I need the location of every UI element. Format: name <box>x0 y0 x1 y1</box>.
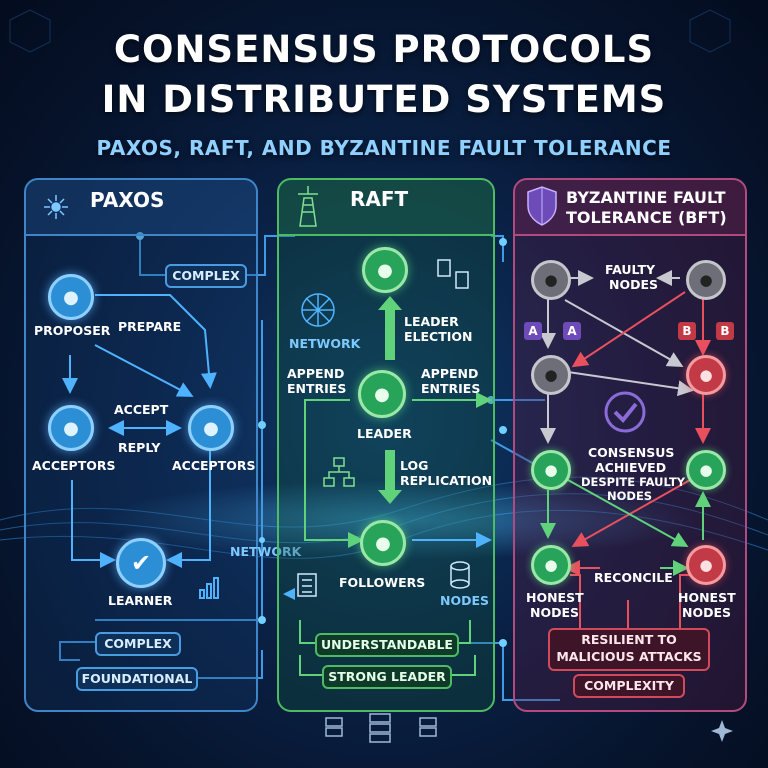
user-icon: ● <box>63 286 79 308</box>
resilient-tag: RESILIENT TO MALICIOUS ATTACKS <box>548 628 710 671</box>
user-icon: ● <box>699 556 713 574</box>
faulty-nodes-label-1: FAULTY <box>605 262 656 277</box>
complexity-tag: COMPLEXITY <box>573 674 685 698</box>
user-icon: ● <box>544 556 558 574</box>
faulty-node-mid-left: ● <box>531 355 571 395</box>
badge-a-right: A <box>563 322 581 340</box>
accept-label: ACCEPT <box>114 402 169 417</box>
honest-node-mid-left: ● <box>531 450 571 490</box>
append-entries-left-1: APPEND <box>287 366 345 381</box>
append-entries-right-1: APPEND <box>421 366 479 381</box>
faulty-node-top-left: ● <box>531 260 571 300</box>
prepare-label: PREPARE <box>118 319 182 334</box>
user-icon: ● <box>377 259 393 281</box>
paxos-network-label: NETWORK <box>230 544 302 559</box>
learner-node: ✔ <box>116 538 166 588</box>
shield-icon <box>527 186 557 226</box>
leader-election-label-1: LEADER <box>404 314 459 329</box>
consensus-label-1: CONSENSUS <box>588 445 675 460</box>
page-title-line1: CONSENSUS PROTOCOLS <box>113 28 655 71</box>
user-icon: ● <box>375 532 391 554</box>
user-icon: ● <box>544 271 558 289</box>
raft-network-label: NETWORK <box>289 336 361 351</box>
leader-election-label-2: ELECTION <box>404 329 473 344</box>
learner-label: LEARNER <box>108 593 173 608</box>
raft-top-node: ● <box>362 247 408 293</box>
paxos-complex-tag-bottom: COMPLEX <box>95 632 181 656</box>
append-entries-right-2: ENTRIES <box>421 381 481 396</box>
hierarchy-icon <box>323 457 355 487</box>
log-replication-label-2: REPLICATION <box>400 473 493 488</box>
faulty-node-mid-right: ● <box>686 355 726 395</box>
reply-label: REPLY <box>118 440 161 455</box>
document-swap-icon <box>437 259 469 289</box>
leader-label: LEADER <box>357 426 412 441</box>
user-icon: ● <box>699 271 713 289</box>
honest-nodes-right-1: HONEST <box>678 590 736 605</box>
page-subtitle: PAXOS, RAFT, AND BYZANTINE FAULT TOLERAN… <box>96 136 672 160</box>
user-icon: ● <box>544 366 558 384</box>
acceptor-left-node: ● <box>48 405 94 451</box>
understandable-tag: UNDERSTANDABLE <box>315 633 459 657</box>
acceptors-left-label: ACCEPTORS <box>32 458 116 473</box>
badge-b-left: B <box>678 322 696 340</box>
followers-label: FOLLOWERS <box>339 575 426 590</box>
faulty-nodes-label-2: NODES <box>609 277 659 292</box>
leader-node: ● <box>358 370 406 418</box>
consensus-label-4: NODES <box>607 489 653 503</box>
document-icon <box>283 573 317 600</box>
consensus-label-3: DESPITE FAULTY <box>581 475 686 489</box>
bft-title-2: TOLERANCE (BFT) <box>566 208 727 227</box>
star-network-icon <box>44 195 68 219</box>
log-replication-label-1: LOG <box>400 458 429 473</box>
honest-nodes-left-2: NODES <box>530 605 580 620</box>
paxos-complex-tag-top: COMPLEX <box>165 264 247 288</box>
user-icon: ● <box>203 417 219 439</box>
lighthouse-icon <box>298 186 318 227</box>
badge-b-right: B <box>716 322 734 340</box>
user-icon: ● <box>374 383 390 405</box>
acceptor-right-node: ● <box>188 405 234 451</box>
database-icon <box>450 561 470 589</box>
user-icon: ● <box>699 461 713 479</box>
sparkle-icon <box>711 720 733 742</box>
reconcile-label: RECONCILE <box>594 570 673 585</box>
bft-title-1: BYZANTINE FAULT <box>566 188 726 207</box>
user-icon: ● <box>544 461 558 479</box>
raft-title: RAFT <box>350 187 409 211</box>
faulty-node-top-right: ● <box>686 260 726 300</box>
proposer-label: PROPOSER <box>34 323 111 338</box>
server-icon <box>325 713 437 743</box>
paxos-title: PAXOS <box>90 188 165 212</box>
strong-leader-tag: STRONG LEADER <box>322 665 452 689</box>
globe-network-icon <box>301 293 335 327</box>
paxos-header <box>26 180 256 236</box>
checkmark-icon: ✔ <box>130 549 152 577</box>
user-icon: ● <box>63 417 79 439</box>
badge-a-left: A <box>524 322 542 340</box>
follower-node: ● <box>360 520 406 566</box>
honest-nodes-right-2: NODES <box>682 605 732 620</box>
proposer-node: ● <box>48 274 94 320</box>
append-entries-left-2: ENTRIES <box>287 381 347 396</box>
node-bottom-right: ● <box>686 545 726 585</box>
bar-chart-icon <box>199 577 219 599</box>
honest-nodes-left-1: HONEST <box>526 590 584 605</box>
consensus-label-2: ACHIEVED <box>595 460 667 475</box>
raft-nodes-label: NODES <box>440 593 490 608</box>
honest-node-bottom-left: ● <box>531 545 571 585</box>
foundational-tag: FOUNDATIONAL <box>76 667 198 691</box>
honest-node-mid-right: ● <box>686 450 726 490</box>
page-title-line2: IN DISTRIBUTED SYSTEMS <box>101 78 667 121</box>
user-icon: ● <box>699 366 713 384</box>
resilient-tag-line1: RESILIENT TO <box>581 632 677 647</box>
resilient-tag-line2: MALICIOUS ATTACKS <box>556 649 702 664</box>
acceptors-right-label: ACCEPTORS <box>172 458 256 473</box>
checkmark-icon <box>604 391 646 433</box>
